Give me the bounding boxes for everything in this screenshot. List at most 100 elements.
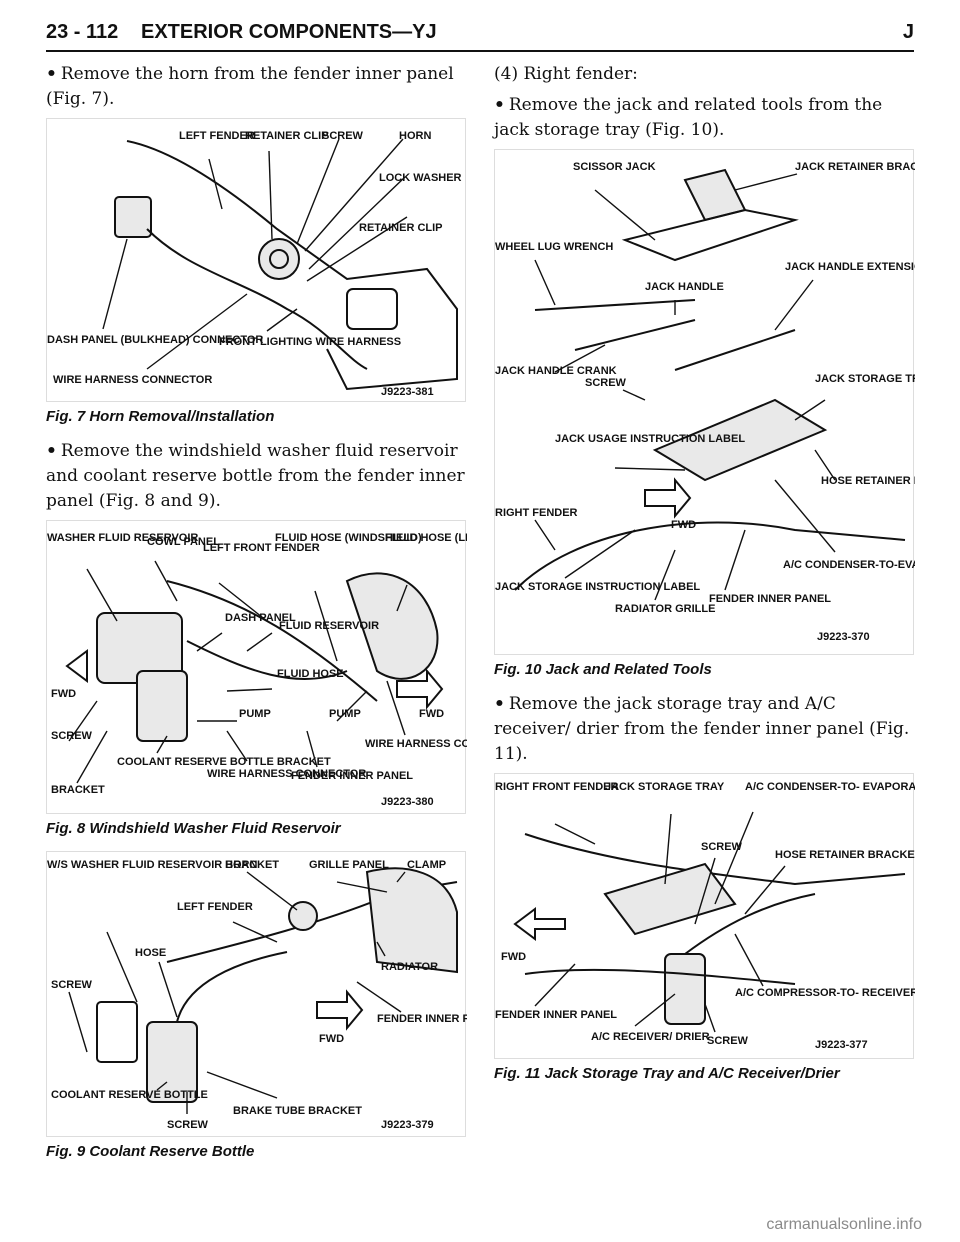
fig8-label-fwd-right: FWD (419, 708, 444, 720)
fig10-lug-wrench-shape (534, 299, 696, 311)
fig8-label-bracket: BRACKET (51, 784, 105, 796)
fig8-diagram: WASHER FLUID RESERVOIR COWL PANEL LEFT F… (47, 532, 467, 808)
fig11-label-compressor-hose: A/C COMPRESSOR-TO- RECEIVER/DRIER HOSE (735, 987, 915, 999)
figure-7: LEFT FENDER RETAINER CLIP SCREW HORN LOC… (46, 118, 466, 402)
fig10-label-storage-tray: JACK STORAGE TRAY (815, 373, 915, 385)
fig10-label-fender-inner-panel: FENDER INNER PANEL (709, 593, 831, 605)
fig10-caption: Fig. 10 Jack and Related Tools (494, 661, 712, 678)
fig7-label-retainer-clip: RETAINER CLIP (359, 222, 443, 234)
fig11-label-layer: RIGHT FRONT FENDER JACK STORAGE TRAY A/C… (495, 781, 915, 1051)
fig9-horn-shape (288, 901, 318, 931)
fig8-label-fluid-hose: FLUID HOSE (277, 668, 344, 680)
fig11-fwd-arrow (513, 907, 566, 941)
fig8-label-washer-reservoir: WASHER FLUID RESERVOIR (47, 532, 198, 544)
section-title: EXTERIOR COMPONENTS—YJ (141, 21, 437, 43)
fig7-parts (114, 140, 458, 391)
fig9-caption: Fig. 9 Coolant Reserve Bottle (46, 1143, 255, 1160)
edition-letter: J (902, 21, 914, 43)
fig8-fwd-arrow-right (396, 668, 444, 710)
fig10-label-screw: SCREW (585, 377, 627, 389)
fig10-leaders (534, 173, 836, 601)
fig10-label-radiator-grille: RADIATOR GRILLE (615, 603, 715, 615)
fig8-glass-reservoir-shape (345, 572, 439, 680)
fig9-label-screw-2: SCREW (167, 1119, 209, 1131)
step-right-fender: (4) Right fender: (494, 64, 638, 84)
instruction-receiver: •Remove the jack storage tray and A/C re… (494, 694, 910, 764)
fig10-label-hose-bracket-screw: HOSE RETAINER BRACKET SCREW (821, 475, 915, 487)
bullet: • (46, 441, 57, 461)
fig9-label-layer: W/S WASHER FLUID RESERVOIR BRACKET HORN … (47, 859, 467, 1131)
fig8-label-wire-connector-2: WIRE HARNESS CONNECTOR (365, 738, 467, 750)
fig7-leaders (102, 138, 408, 370)
fig10-scissor-jack-shape (621, 208, 799, 262)
fig11-receiver-shape (664, 953, 706, 1025)
page-number: 23 - 112 (46, 21, 119, 43)
fig8-label-coolant-bracket: COOLANT RESERVE BOTTLE BRACKET (117, 756, 331, 768)
fig11-caption: Fig. 11 Jack Storage Tray and A/C Receiv… (494, 1065, 840, 1082)
bullet: • (46, 64, 57, 84)
fig11-label-fwd: FWD (501, 951, 526, 963)
fig11-label-hose-retainer-bracket: HOSE RETAINER BRACKET (775, 849, 915, 861)
fig10-fender-edge (514, 521, 906, 591)
fig9-bottle-shape (146, 1021, 198, 1103)
instruction-jack: •Remove the jack and related tools from … (494, 95, 883, 140)
fig9-code: J9223-379 (381, 1119, 434, 1131)
fig9-label-horn: HORN (225, 859, 257, 871)
fig11-fender-edge (524, 833, 906, 886)
bullet: • (494, 694, 505, 714)
fig10-label-usage-label: JACK USAGE INSTRUCTION LABEL (555, 433, 745, 445)
fig10-label-handle-extension: JACK HANDLE EXTENSION (785, 261, 915, 273)
fig7-code: J9223-381 (381, 386, 434, 398)
fig8-code: J9223-380 (381, 796, 434, 808)
fig8-label-wire-connector-1: WIRE HARNESS CONNECTOR (207, 768, 366, 780)
fig7-label-wire-harness-connector: WIRE HARNESS CONNECTOR (53, 374, 212, 386)
fig10-jack-handle-shape (574, 319, 696, 351)
figure-9: W/S WASHER FLUID RESERVOIR BRACKET HORN … (46, 851, 467, 1137)
fig10-label-condenser-hose: A/C CONDENSER-TO-EVAPORATOR HOSE (783, 559, 915, 571)
instruction-reservoir: •Remove the windshield washer fluid rese… (46, 441, 465, 511)
fig10-label-retainer-bracket: JACK RETAINER BRACKET (795, 161, 915, 173)
fig8-fender-edge (166, 580, 378, 702)
bullet: • (494, 95, 505, 115)
fig8-label-left-front-fender: LEFT FRONT FENDER (203, 542, 320, 554)
fig9-diagram: W/S WASHER FLUID RESERVOIR BRACKET HORN … (47, 859, 467, 1131)
figure-8: WASHER FLUID RESERVOIR COWL PANEL LEFT F… (46, 520, 467, 814)
fig10-label-jack-handle: JACK HANDLE (645, 281, 724, 293)
fig9-label-brake-bracket: BRAKE TUBE BRACKET (233, 1105, 362, 1117)
fig10-label-lug-wrench: WHEEL LUG WRENCH (495, 241, 613, 253)
fig8-label-hose-windshield: FLUID HOSE (WINDSHIELD) (275, 532, 422, 544)
fig11-label-receiver-drier: A/C RECEIVER/ DRIER (591, 1031, 710, 1043)
fig10-fwd-arrow (644, 477, 692, 519)
fig7-caption: Fig. 7 Horn Removal/Installation (46, 408, 275, 425)
fig10-code: J9223-370 (817, 631, 870, 643)
fig11-label-screw-2: SCREW (707, 1035, 749, 1047)
fig11-label-screw-1: SCREW (701, 841, 743, 853)
fig8-bottle-shape (136, 670, 188, 742)
fig7-connector-shape (114, 196, 152, 238)
fig8-label-fluid-reservoir: FLUID RESERVOIR (279, 620, 379, 632)
fig8-label-fender-inner-panel: FENDER INNER PANEL (291, 770, 413, 782)
fig7-horn-inner (269, 249, 289, 269)
fig7-horn-shape (258, 238, 300, 280)
fig8-hose-shape (186, 640, 348, 681)
fig11-label-right-front-fender: RIGHT FRONT FENDER (495, 781, 618, 793)
watermark: carmanualsonline.info (766, 1216, 922, 1233)
fig9-label-radiator: RADIATOR (381, 961, 438, 973)
fig9-hose-shape (176, 951, 288, 1023)
fig10-label-handle-crank: JACK HANDLE CRANK (495, 365, 617, 377)
fig9-label-ws-bracket: W/S WASHER FLUID RESERVOIR BRACKET (47, 859, 279, 871)
fig9-label-coolant-bottle: COOLANT RESERVE BOTTLE (51, 1089, 208, 1101)
fig11-label-condenser-hose: A/C CONDENSER-TO- EVAPORATOR HOSE (745, 781, 915, 793)
fig8-label-hose-liftgate: FLUID HOSE (LIFTGATE GLASS) (385, 532, 467, 544)
right-column: (4) Right fender: •Remove the jack and r… (494, 62, 915, 1096)
fig11-tray-shape (603, 862, 737, 936)
fig7-label-retainer-clip-top: RETAINER CLIP (245, 130, 329, 142)
fig7-label-left-fender: LEFT FENDER (179, 130, 255, 142)
fig8-label-pump-1: PUMP (239, 708, 271, 720)
fig8-leaders (68, 560, 408, 784)
fig9-bracket-shape (96, 1001, 138, 1063)
fig10-handle-extension-shape (674, 329, 796, 371)
fig8-label-pump-2: PUMP (329, 708, 361, 720)
fig9-label-grille-panel: GRILLE PANEL (309, 859, 389, 871)
fig11-inner-panel-edge (524, 968, 796, 985)
